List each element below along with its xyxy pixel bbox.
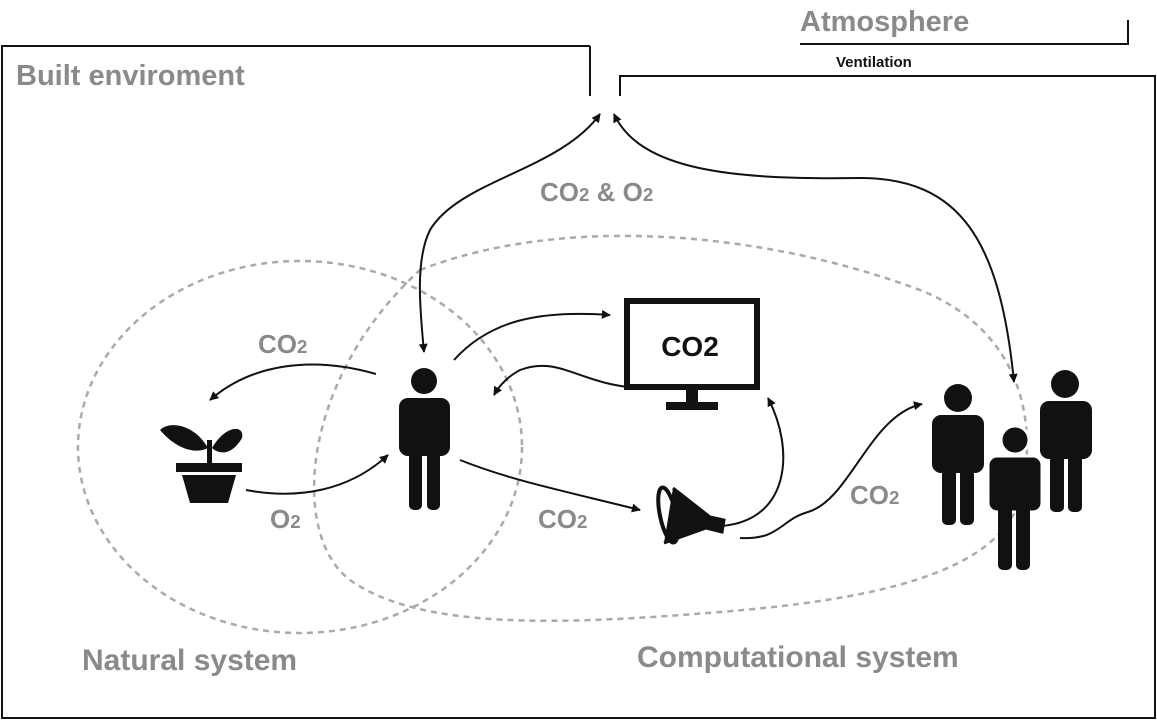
natural-system-boundary [76,259,524,635]
co2-to-plant-label: CO2 [258,329,307,359]
sensor-icon [656,485,726,545]
arrow-monitor-person [493,364,641,396]
person-icon [399,368,450,510]
natural-system-label: Natural system [82,644,297,677]
computational-system-label: Computational system [637,641,959,674]
arrow-person-sensor [459,459,641,513]
arrow-group-sensor [739,401,923,540]
o2-to-person-label: O2 [270,504,301,534]
ventilation-label: Ventilation [836,54,912,71]
built-environment-label: Built enviroment [16,60,245,92]
atmosphere-label: Atmosphere [800,6,969,38]
people-group-icon [932,370,1092,570]
arrow-plant-person-o2 [245,454,389,495]
monitor-co2-label: CO2 [661,331,719,362]
atmosphere-bracket [800,20,1129,45]
monitor-icon [624,298,760,410]
exchange-label: CO2 & O2 [540,177,653,207]
built-environment-frame [1,45,1156,719]
arrow-person-plant-co2 [209,363,377,401]
arrow-vent-group [613,113,1018,383]
co2-to-sensor-label: CO2 [538,504,587,534]
arrow-person-monitor [453,309,611,361]
plant-icon [160,425,243,503]
arrow-sensor-monitor [721,397,785,527]
arrow-vent-person [418,113,601,353]
co2-from-group-label: CO2 [850,480,899,510]
